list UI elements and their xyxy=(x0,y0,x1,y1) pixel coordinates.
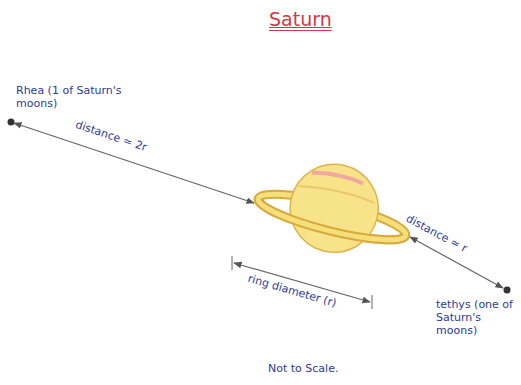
dimension-label: distance ≃ r xyxy=(404,212,470,255)
moon-label: Rhea (1 of Saturn's moons) xyxy=(16,84,136,110)
distance-line xyxy=(14,123,254,203)
dimension-label: ring diameter (r) xyxy=(246,272,338,310)
tethys-moon xyxy=(504,287,511,294)
dimension-tick xyxy=(232,256,233,270)
rhea-moon xyxy=(8,119,15,126)
dimension-tick xyxy=(372,295,373,309)
title: Saturn xyxy=(269,8,332,31)
moon-label: tethys (one of Saturn's moons) xyxy=(436,298,516,338)
saturn-planet xyxy=(250,147,419,269)
dimension-label: distance ≃ 2r xyxy=(74,118,149,154)
note: Not to Scale. xyxy=(268,362,338,375)
